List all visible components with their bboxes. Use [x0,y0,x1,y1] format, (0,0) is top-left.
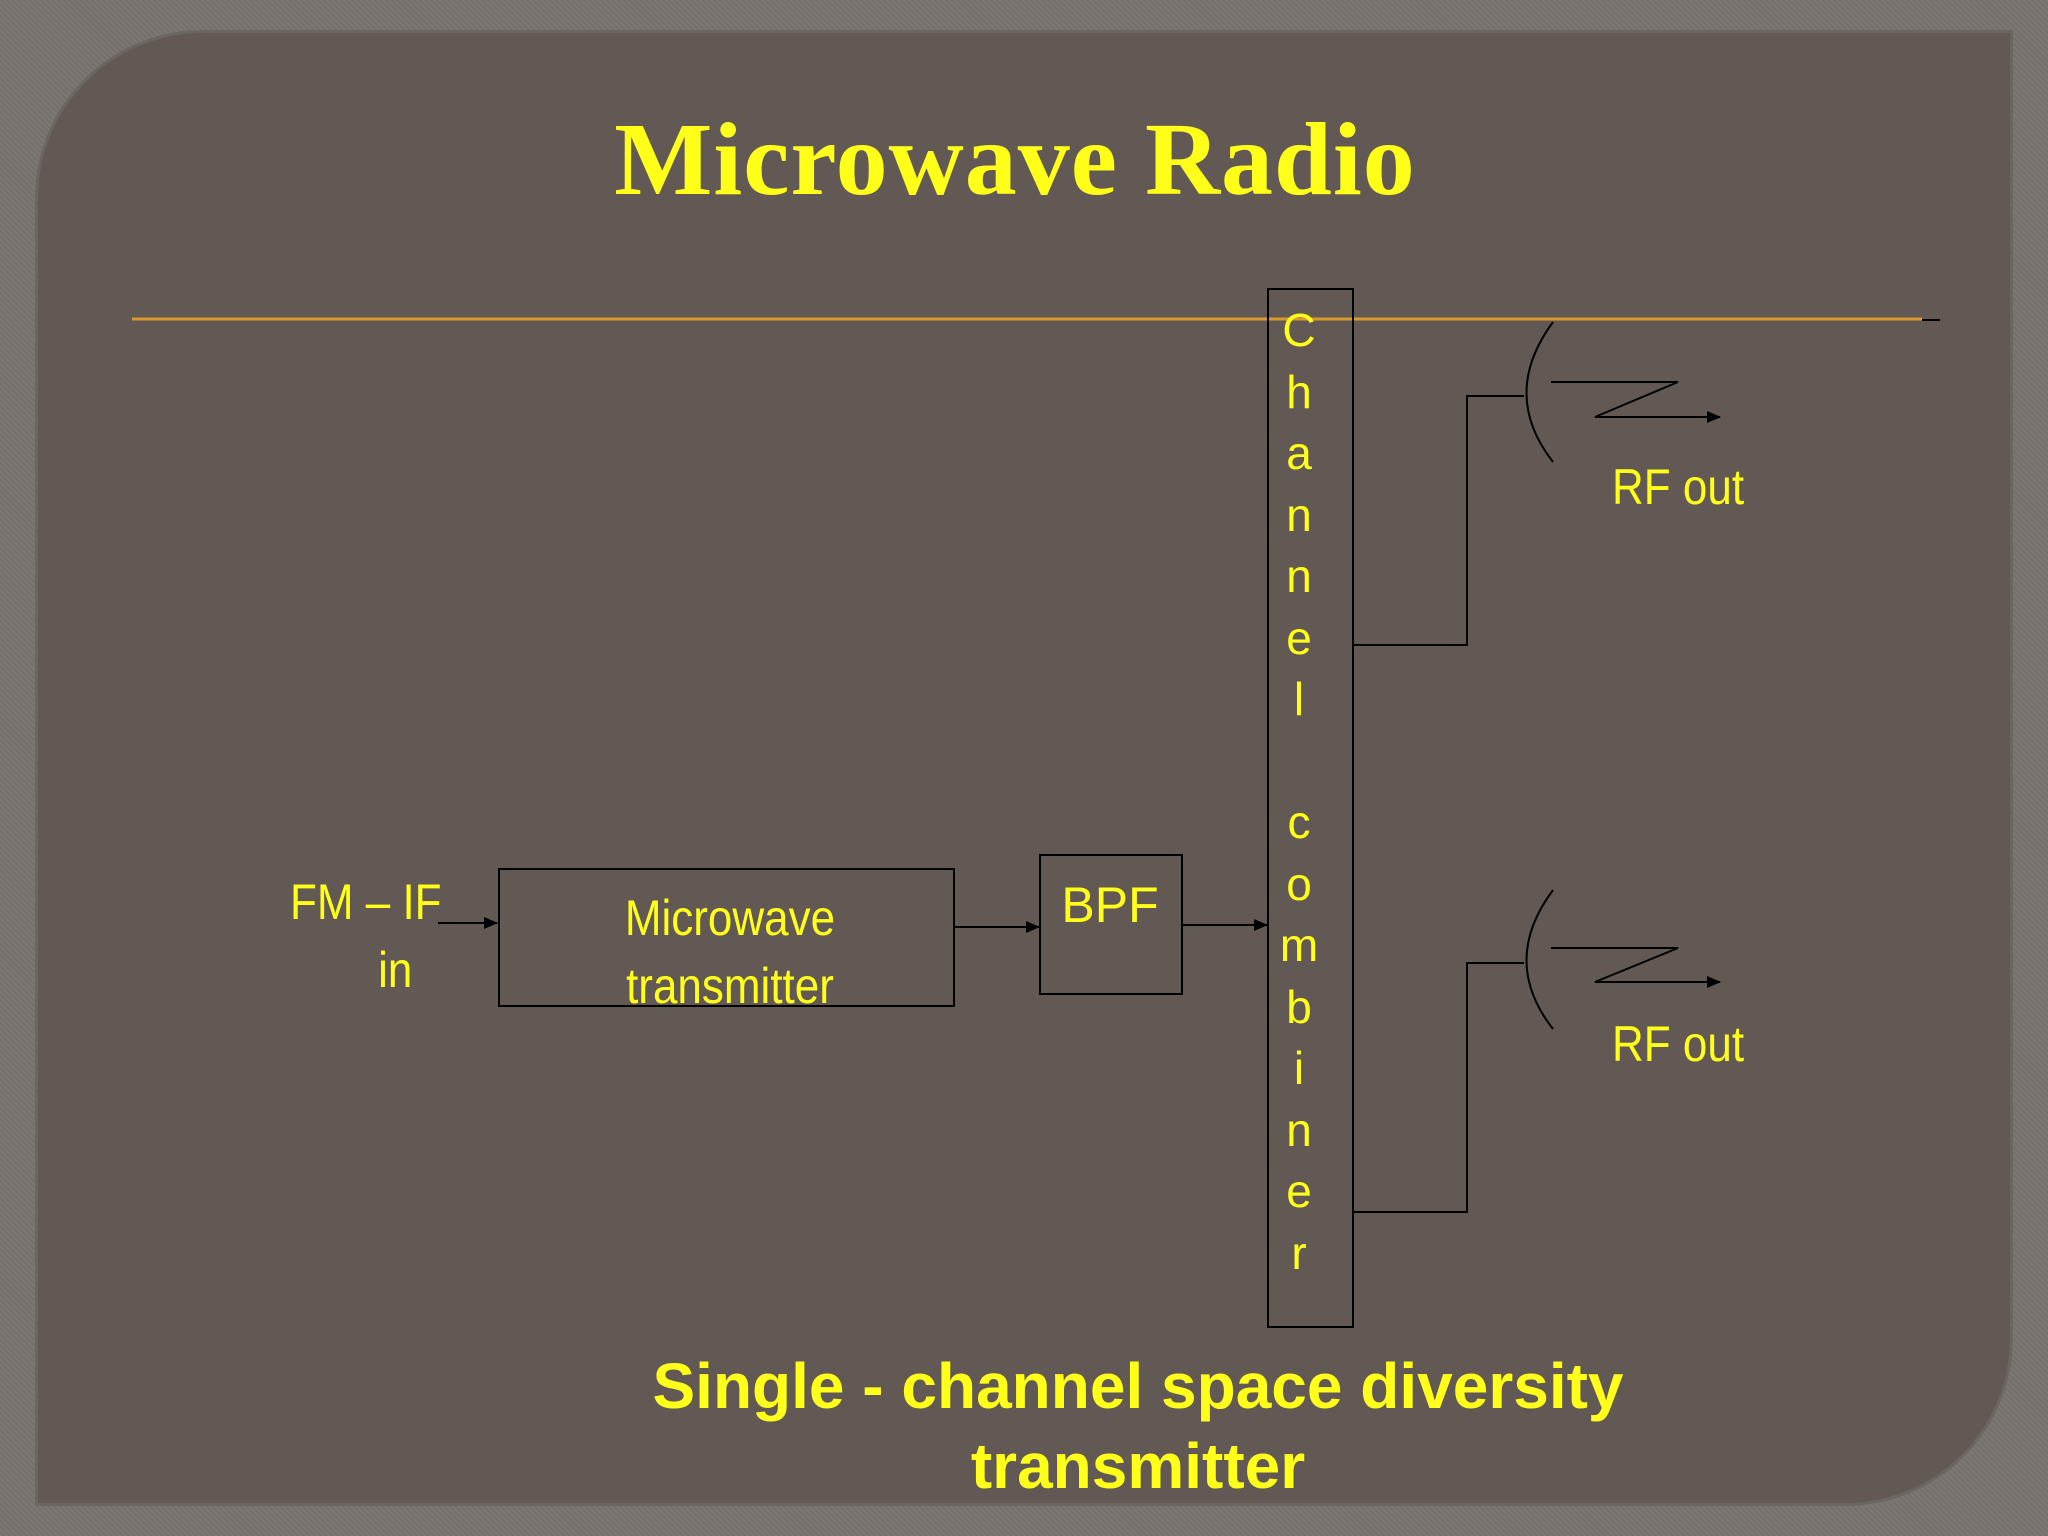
transmitter-label-line2: transmitter [626,958,834,1014]
combiner-letter: h [1286,365,1312,418]
combiner-letter: o [1286,857,1312,910]
caption-line2: transmitter [970,1430,1306,1502]
zigzag-arrow-icon [1551,381,1721,423]
zigzag-arrow-icon [1551,947,1721,988]
transmitter-label-line1: Microwave [624,890,836,946]
antenna-dish-icon [1525,321,1554,463]
transmitter-label: Microwave transmitter [528,884,933,1020]
combiner-letter: n [1286,488,1312,541]
combiner-letter: e [1286,611,1312,664]
combiner-letter: C [1282,304,1316,356]
combiner-letter: l [1293,673,1305,725]
antenna-dish-icon [1525,889,1554,1030]
combiner-letter: b [1286,980,1312,1033]
input-label-line1: FM – IF [290,874,442,930]
slide-panel [38,33,2010,1503]
combiner-letter: c [1287,796,1311,848]
combiner-letter: n [1286,1103,1312,1156]
combiner-letter: r [1291,1226,1307,1279]
combiner-letter: n [1286,550,1312,602]
combiner-letter: i [1293,1042,1305,1094]
transmitter-box [498,868,955,1007]
rf-out-top-label: RF out [1612,459,1745,515]
bpf-label: BPF [1061,877,1159,933]
combiner-box [1267,288,1354,1328]
combiner-letter: a [1286,427,1312,479]
caption-line1: Single - channel space diversity [652,1350,1624,1422]
input-label-line2: in [378,942,413,998]
slide-caption: Single - channel space diversity transmi… [0,1346,2048,1506]
combiner-letter: m [1279,919,1319,971]
lower-feed-line [1353,962,1524,1213]
input-label: FM – IF in [290,868,442,1004]
rf-out-bottom-label: RF out [1612,1016,1745,1072]
slide-title: Microwave Radio [614,102,1416,217]
combiner-letter: e [1286,1165,1312,1217]
upper-feed-line [1353,395,1524,646]
combiner-letter [1268,731,1330,793]
